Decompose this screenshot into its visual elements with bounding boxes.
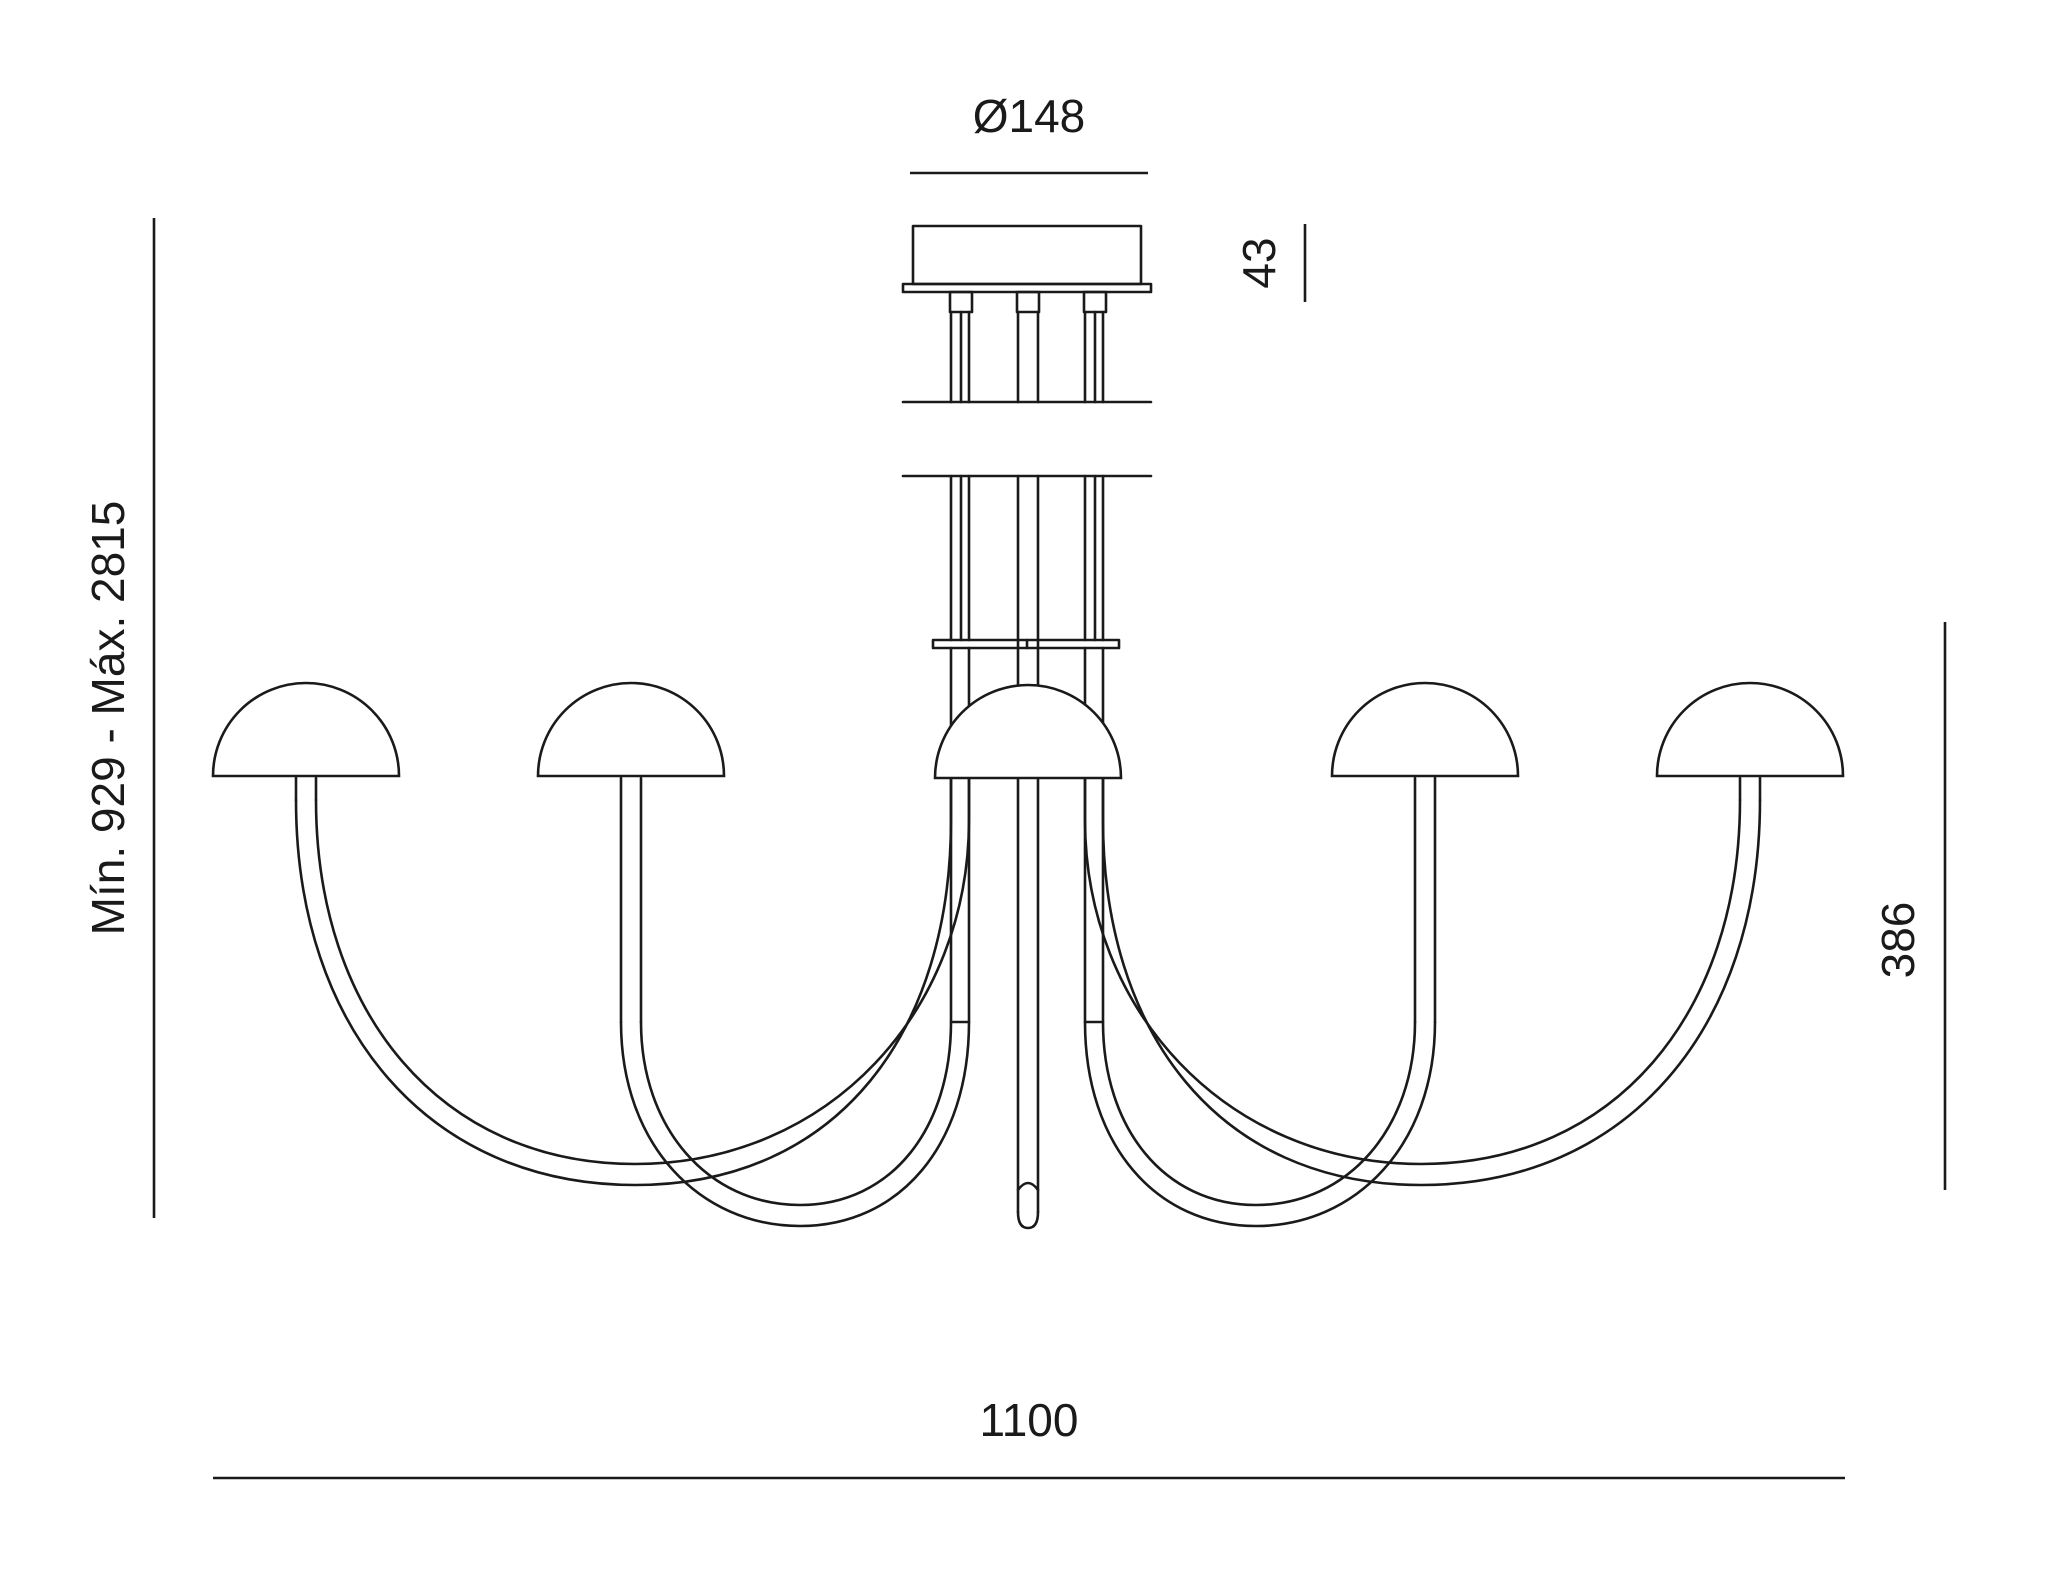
shade-outer-left [211,681,401,778]
arm-inner-left [619,776,971,1228]
canopy-diameter-label: Ø148 [973,90,1086,142]
arm-inner-right [1083,776,1437,1228]
arm-outer-left [294,646,971,1187]
arm-drop-label: 386 [1872,902,1924,979]
suspension-rods-lower [949,474,1105,702]
suspension-rods-upper [949,310,1105,404]
junction-plate [931,638,1121,650]
overall-width-label: 1100 [980,1394,1079,1446]
shade-outer-right [1655,681,1845,778]
overall-height-label: Mín. 929 - Máx. 2815 [82,501,134,936]
canopy-height-label: 43 [1233,237,1285,288]
arm-outer-right [1083,646,1762,1187]
central-stem [1016,776,1040,1230]
ceiling-canopy [901,224,1153,314]
shade-center [933,683,1123,780]
shade-inner-right [1330,681,1520,778]
shade-inner-left [536,681,726,778]
